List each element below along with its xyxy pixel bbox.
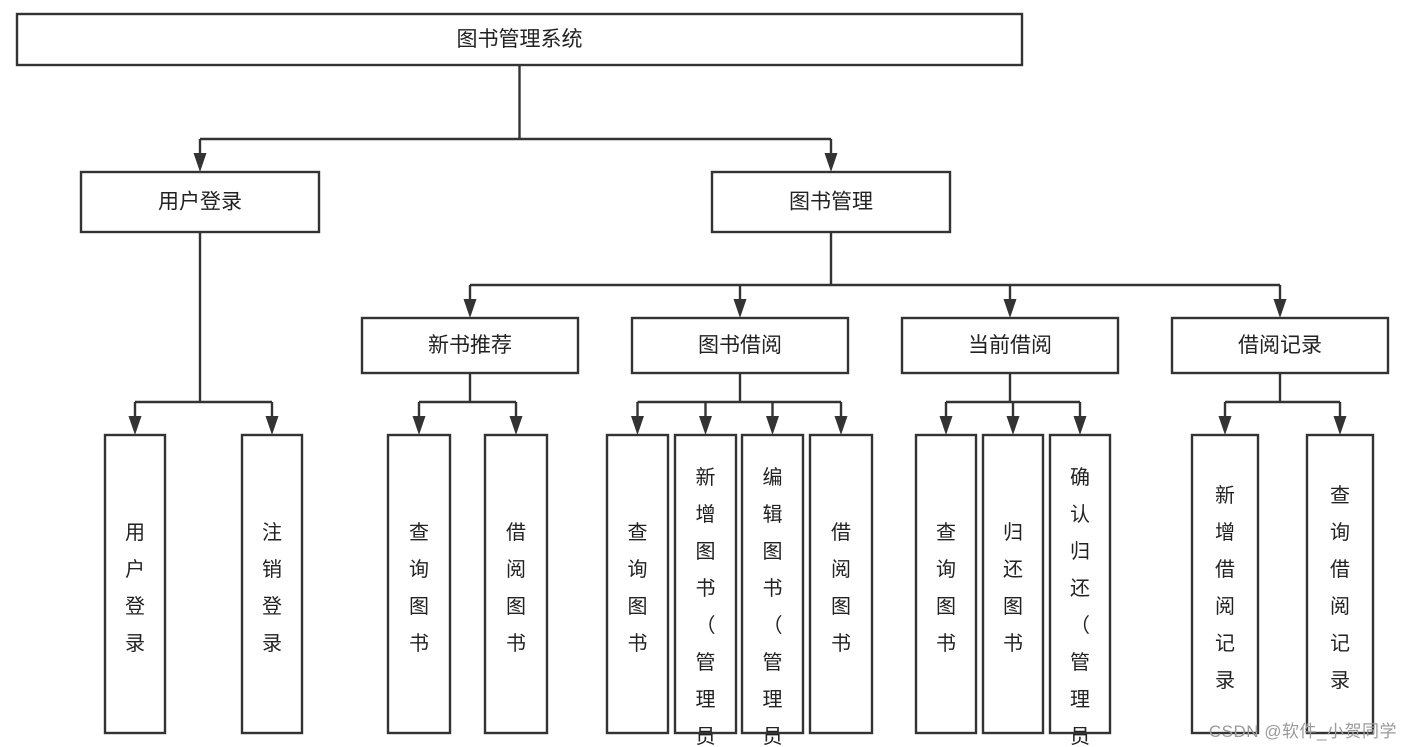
node-label-book-management: 图书管理 [789,191,873,214]
node-box-book-borrow [630,316,850,375]
connector-group-borrow-record [1218,373,1347,435]
arrow-head-new-book-recommend [463,299,477,318]
node-box-current-borrow [900,316,1120,375]
node-leaf-borrow-book-rec[interactable]: 借阅图书 [483,433,549,735]
arrow-head-book-borrow [733,299,747,318]
node-label-leaf-borrow-book-bor: 借阅图书 [831,521,851,655]
connector-group-new-book-recommend [412,373,523,435]
node-box-leaf-query-record [1305,433,1375,735]
node-box-leaf-confirm-return [1048,433,1112,735]
node-book-borrow[interactable]: 图书借阅 [630,316,850,375]
node-box-user-login [79,170,321,234]
node-box-leaf-edit-book [740,433,805,735]
node-leaf-query-book-bor[interactable]: 查询图书 [605,433,670,735]
node-label-leaf-query-record: 查询借阅记录 [1330,484,1350,692]
node-leaf-add-record[interactable]: 新增借阅记录 [1190,433,1260,735]
node-box-leaf-query-book-bor [605,433,670,735]
arrow-head-leaf-borrow-book-bor [834,416,848,435]
node-label-root: 图书管理系统 [457,28,583,51]
node-leaf-confirm-return[interactable]: 确认归还（管理员） [1048,433,1112,747]
node-box-leaf-query-book-rec [386,433,452,735]
node-box-leaf-query-book-cur [914,433,978,735]
node-new-book-recommend[interactable]: 新书推荐 [360,316,580,375]
node-root[interactable]: 图书管理系统 [15,12,1024,67]
node-box-leaf-borrow-book-bor [808,433,874,735]
arrow-head-book-management [824,153,838,172]
node-box-book-management [710,170,952,234]
connector-group-current-borrow [939,373,1087,435]
node-leaf-borrow-book-bor[interactable]: 借阅图书 [808,433,874,735]
node-leaf-return-book[interactable]: 归还图书 [981,433,1045,735]
node-box-leaf-add-record [1190,433,1260,735]
node-leaf-query-record[interactable]: 查询借阅记录 [1305,433,1375,735]
arrow-head-leaf-add-record [1218,416,1232,435]
arrow-head-leaf-add-book [699,416,712,435]
node-label-leaf-add-book: 新增图书（管理员） [696,466,716,747]
arrow-head-leaf-edit-book [766,416,779,435]
node-box-leaf-logout [240,433,304,735]
node-label-leaf-return-book: 归还图书 [1003,521,1023,655]
node-leaf-query-book-rec[interactable]: 查询图书 [386,433,452,735]
node-leaf-edit-book[interactable]: 编辑图书（管理员） [740,433,805,747]
node-box-root [15,12,1024,67]
connector-group-book-management [463,232,1287,318]
node-label-leaf-edit-book: 编辑图书（管理员） [763,466,783,747]
arrow-head-leaf-borrow-book-rec [509,416,523,435]
node-label-leaf-query-book-cur: 查询图书 [936,521,956,655]
node-box-leaf-return-book [981,433,1045,735]
node-layer: 图书管理系统用户登录图书管理新书推荐图书借阅当前借阅借阅记录用户登录注销登录查询… [15,12,1390,747]
node-user-login[interactable]: 用户登录 [79,170,321,234]
arrow-head-leaf-logout [265,416,279,435]
node-label-leaf-borrow-book-rec: 借阅图书 [506,521,526,655]
node-label-leaf-logout: 注销登录 [262,521,282,655]
connector-group-root [193,65,838,172]
arrow-head-user-login [193,153,207,172]
arrow-head-leaf-query-book-bor [631,416,644,435]
node-label-current-borrow: 当前借阅 [968,334,1052,357]
node-leaf-user-login[interactable]: 用户登录 [103,433,167,735]
node-leaf-logout[interactable]: 注销登录 [240,433,304,735]
node-box-new-book-recommend [360,316,580,375]
arrow-head-current-borrow [1003,299,1017,318]
node-box-borrow-record [1170,316,1390,375]
node-label-leaf-confirm-return: 确认归还（管理员） [1070,466,1090,747]
arrow-head-leaf-query-record [1333,416,1347,435]
node-label-borrow-record: 借阅记录 [1238,334,1322,357]
node-label-leaf-query-book-bor: 查询图书 [628,521,648,655]
node-current-borrow[interactable]: 当前借阅 [900,316,1120,375]
arrow-head-leaf-user-login [128,416,142,435]
arrow-head-leaf-confirm-return [1073,416,1087,435]
node-book-management[interactable]: 图书管理 [710,170,952,234]
node-label-leaf-add-record: 新增借阅记录 [1215,484,1235,692]
arrow-head-leaf-return-book [1006,416,1020,435]
node-leaf-add-book[interactable]: 新增图书（管理员） [673,433,738,747]
connector-group-book-borrow [631,373,848,435]
node-box-leaf-borrow-book-rec [483,433,549,735]
connector-group-user-login [128,232,279,435]
arrow-head-borrow-record [1273,299,1287,318]
node-borrow-record[interactable]: 借阅记录 [1170,316,1390,375]
arrow-head-leaf-query-book-cur [939,416,953,435]
node-leaf-query-book-cur[interactable]: 查询图书 [914,433,978,735]
arrow-head-leaf-query-book-rec [412,416,426,435]
node-label-new-book-recommend: 新书推荐 [428,334,512,357]
node-box-leaf-user-login [103,433,167,735]
node-label-user-login: 用户登录 [158,191,242,214]
connector-layer [128,65,1347,435]
node-label-leaf-user-login: 用户登录 [125,522,145,655]
node-label-book-borrow: 图书借阅 [698,334,782,357]
node-label-leaf-query-book-rec: 查询图书 [409,521,429,655]
node-box-leaf-add-book [673,433,738,735]
